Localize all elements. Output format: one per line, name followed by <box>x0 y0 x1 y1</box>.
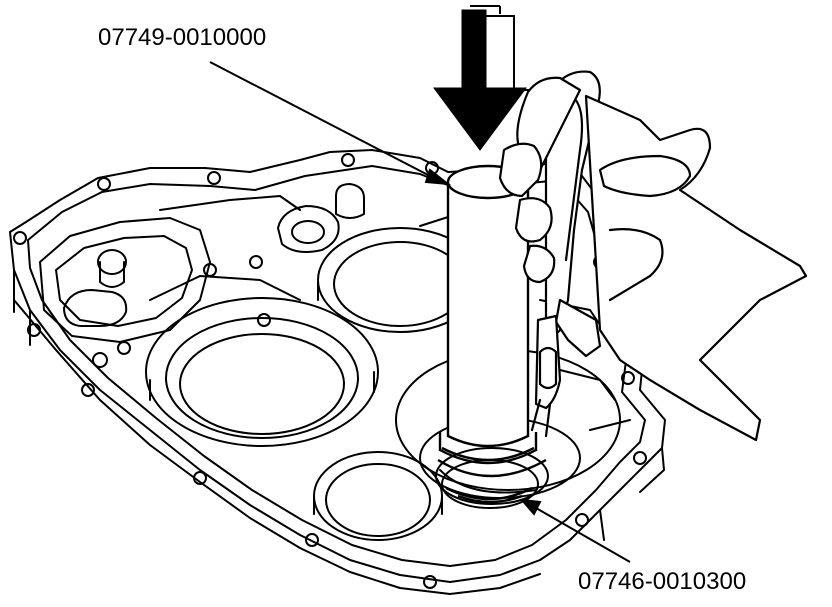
lower-tool-label: 07746-0010300 <box>578 568 747 595</box>
upper-boss <box>277 205 340 253</box>
lower-small-bore <box>313 451 443 541</box>
down-arrow-icon <box>433 5 530 151</box>
upper-tool-label: 07749-0010000 <box>98 24 267 51</box>
driver-attachment <box>437 458 547 504</box>
case-outer-flange <box>9 149 666 583</box>
hand-with-pliers <box>498 70 808 442</box>
left-pocket <box>39 217 211 343</box>
leader-lines <box>209 61 631 563</box>
keyhole-slot <box>63 289 128 327</box>
large-bore <box>145 297 379 447</box>
case-inner-flange <box>27 165 646 567</box>
